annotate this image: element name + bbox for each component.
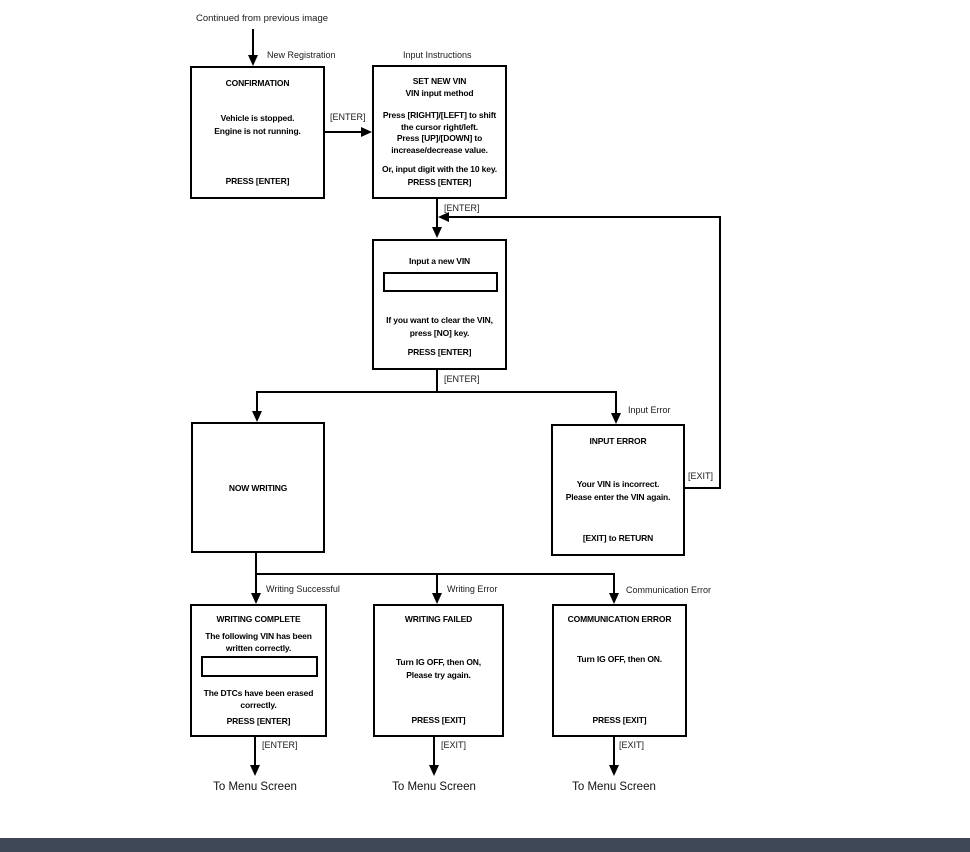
communication-error-screen-box: COMMUNICATION ERROR Turn IG OFF, then ON… (552, 604, 687, 737)
arrow-down-icon (611, 413, 621, 424)
box-text-line: increase/decrease value. (391, 144, 488, 155)
connector-line (252, 29, 254, 56)
writing-failed-screen-box: WRITING FAILED Turn IG OFF, then ON, Ple… (373, 604, 504, 737)
box-text-line: If you want to clear the VIN, (386, 315, 493, 325)
box-footer: PRESS [ENTER] (226, 716, 291, 726)
box-footer: PRESS [ENTER] (407, 347, 472, 357)
box-title: WRITING COMPLETE (216, 614, 301, 624)
confirmation-screen-box: CONFIRMATION Vehicle is stopped. Engine … (190, 66, 325, 199)
arrow-down-icon (251, 593, 261, 604)
arrow-down-icon (429, 765, 439, 776)
caption-writing-successful: Writing Successful (266, 584, 340, 594)
set-new-vin-screen-box: SET NEW VIN VIN input method Press [RIGH… (372, 65, 507, 199)
connector-line (685, 487, 721, 489)
arrow-down-icon (432, 227, 442, 238)
input-new-vin-screen-box: Input a new VIN If you want to clear the… (372, 239, 507, 370)
box-text-line: Engine is not running. (214, 126, 301, 136)
box-text-line: Please enter the VIN again. (565, 492, 671, 502)
caption-communication-error: Communication Error (626, 585, 712, 595)
edge-label-exit: [EXIT] (441, 740, 467, 750)
box-text-line: Turn IG OFF, then ON. (577, 654, 662, 664)
caption-writing-error: Writing Error (447, 584, 498, 594)
box-text-line: Or, input digit with the 10 key. (381, 164, 497, 174)
connector-line (613, 573, 615, 594)
connector-line (254, 737, 256, 767)
vin-input-field (383, 272, 498, 292)
connector-line (433, 737, 435, 767)
edge-label-enter: [ENTER] (444, 203, 480, 213)
box-text-line: The following VIN has been (205, 631, 312, 641)
box-text-line: press [NO] key. (409, 328, 470, 338)
connector-line (256, 391, 617, 393)
start-label: Continued from previous image (196, 13, 329, 24)
box-title: SET NEW VIN (412, 76, 467, 86)
edge-label-exit: [EXIT] (619, 740, 645, 750)
bottom-bar (0, 838, 970, 852)
box-title: COMMUNICATION ERROR (567, 614, 672, 624)
connector-line (436, 199, 438, 229)
connector-line (613, 737, 615, 767)
connector-line (325, 131, 363, 133)
arrow-right-icon (361, 127, 372, 137)
box-text-line: the cursor right/left. (401, 121, 478, 132)
vin-display-field (201, 656, 318, 677)
edge-label-enter: [ENTER] (330, 112, 366, 122)
box-text-line: Please try again. (406, 670, 471, 680)
box-footer: [EXIT] to RETURN (582, 533, 654, 543)
edge-label-enter: [ENTER] (444, 374, 480, 384)
arrow-down-icon (252, 411, 262, 422)
box-text-line: Turn IG OFF, then ON, (396, 657, 481, 667)
arrow-down-icon (609, 593, 619, 604)
connector-line (719, 216, 721, 489)
terminal-to-menu-screen: To Menu Screen (572, 781, 656, 793)
edge-label-enter: [ENTER] (262, 740, 298, 750)
caption-new-registration: New Registration (267, 50, 336, 60)
arrow-down-icon (248, 55, 258, 66)
arrow-down-icon (609, 765, 619, 776)
terminal-to-menu-screen: To Menu Screen (213, 781, 297, 793)
input-error-screen-box: INPUT ERROR Your VIN is incorrect. Pleas… (551, 424, 685, 556)
connector-line (446, 216, 721, 218)
now-writing-screen-box: NOW WRITING (191, 422, 325, 553)
box-text-line: correctly. (240, 700, 277, 710)
box-text-line: Press [RIGHT]/[LEFT] to shift (382, 110, 497, 120)
box-footer: PRESS [ENTER] (225, 176, 290, 186)
arrow-down-icon (432, 593, 442, 604)
connector-line (256, 391, 258, 412)
edge-label-exit: [EXIT] (688, 471, 714, 481)
box-text-line: The DTCs have been erased (203, 688, 314, 698)
box-footer: PRESS [EXIT] (411, 715, 466, 725)
caption-input-instructions: Input Instructions (403, 50, 472, 60)
box-title: INPUT ERROR (589, 436, 647, 446)
writing-complete-screen-box: WRITING COMPLETE The following VIN has b… (190, 604, 327, 737)
box-title: WRITING FAILED (404, 614, 473, 624)
box-subtitle: VIN input method (405, 88, 474, 98)
connector-line (255, 573, 615, 575)
connector-line (255, 573, 257, 594)
connector-line (436, 573, 438, 594)
terminal-to-menu-screen: To Menu Screen (392, 781, 476, 793)
box-footer: PRESS [EXIT] (592, 715, 647, 725)
box-title: Input a new VIN (408, 256, 471, 266)
box-text-line: Vehicle is stopped. (220, 113, 295, 123)
arrow-down-icon (250, 765, 260, 776)
arrow-left-icon (438, 212, 449, 222)
box-text-line: Press [UP]/[DOWN] to (396, 133, 483, 143)
box-footer: PRESS [ENTER] (407, 177, 472, 187)
box-title: NOW WRITING (228, 482, 288, 493)
connector-line (615, 391, 617, 414)
connector-line (436, 370, 438, 393)
box-text-line: Your VIN is incorrect. (576, 479, 660, 489)
box-title: CONFIRMATION (225, 78, 290, 88)
connector-line (255, 553, 257, 574)
box-text-line: written correctly. (225, 643, 292, 653)
caption-input-error: Input Error (628, 405, 671, 415)
